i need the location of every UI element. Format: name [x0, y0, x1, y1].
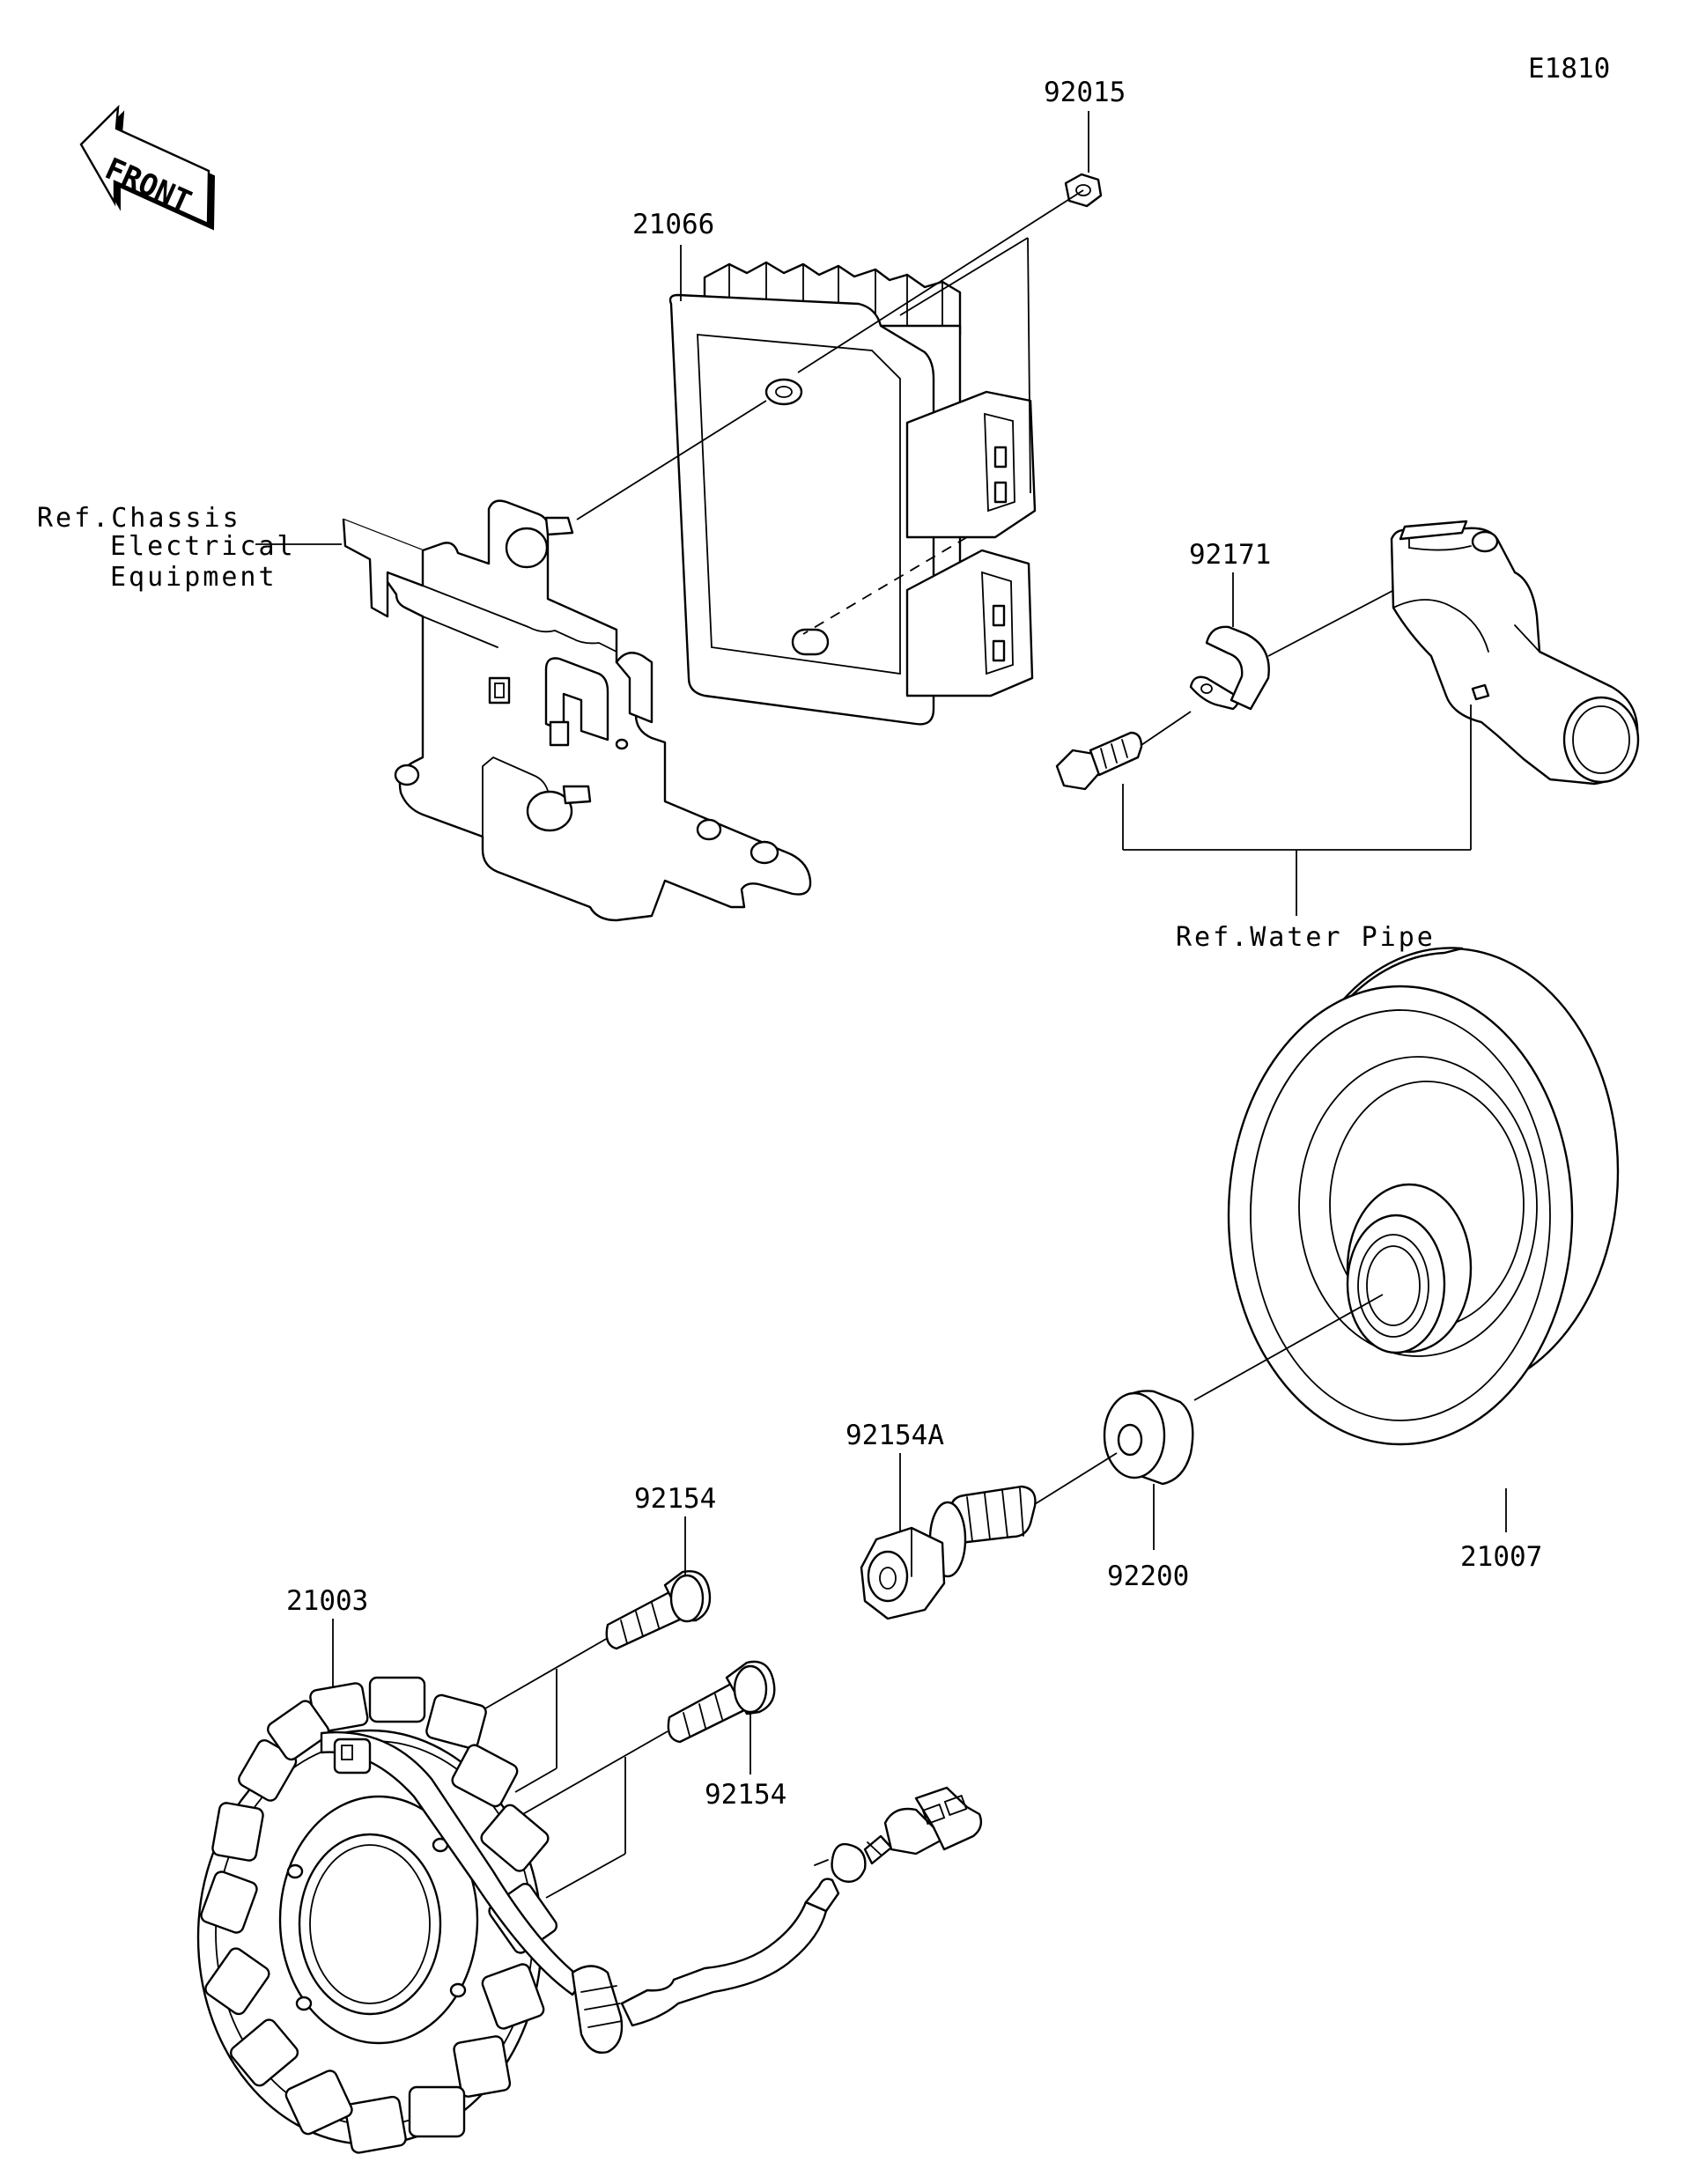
stator-21003 [196, 1676, 585, 2154]
ref-chassis-line3: Equipment [110, 562, 277, 593]
part-label-92171: 92171 [1189, 539, 1271, 571]
part-label-21003: 21003 [286, 1585, 368, 1617]
ref-water-pipe: Ref.Water Pipe [1176, 922, 1436, 953]
part-label-92015: 92015 [1044, 77, 1126, 108]
bolt-92154A [860, 1485, 1037, 1620]
part-label-92154-top: 92154 [634, 1483, 716, 1515]
part-label-92154A: 92154A [846, 1420, 944, 1451]
screw-92154-top [605, 1570, 712, 1650]
part-label-92200: 92200 [1107, 1561, 1189, 1592]
front-arrow-icon: FRONT [79, 104, 216, 231]
regulator-rectifier-21066 [668, 261, 1037, 726]
diagram-code: E1810 [1528, 53, 1610, 85]
part-label-92154-bottom: 92154 [705, 1779, 786, 1811]
chassis-bracket-ref [342, 499, 812, 922]
ref-chassis-line2: Electrical [110, 531, 296, 562]
screw-92154-bottom [667, 1660, 776, 1744]
wire-harness [571, 1786, 983, 2054]
washer-92200 [1103, 1390, 1194, 1486]
part-label-21066: 21066 [632, 209, 714, 240]
clamp-92171 [1189, 625, 1270, 711]
part-label-21007: 21007 [1460, 1541, 1542, 1573]
water-pipe-ref [1390, 520, 1640, 786]
rotor-21007 [1227, 947, 1620, 1446]
bolt-water-pipe [1055, 731, 1143, 791]
ref-chassis-line1: Ref.Chassis [37, 503, 241, 534]
